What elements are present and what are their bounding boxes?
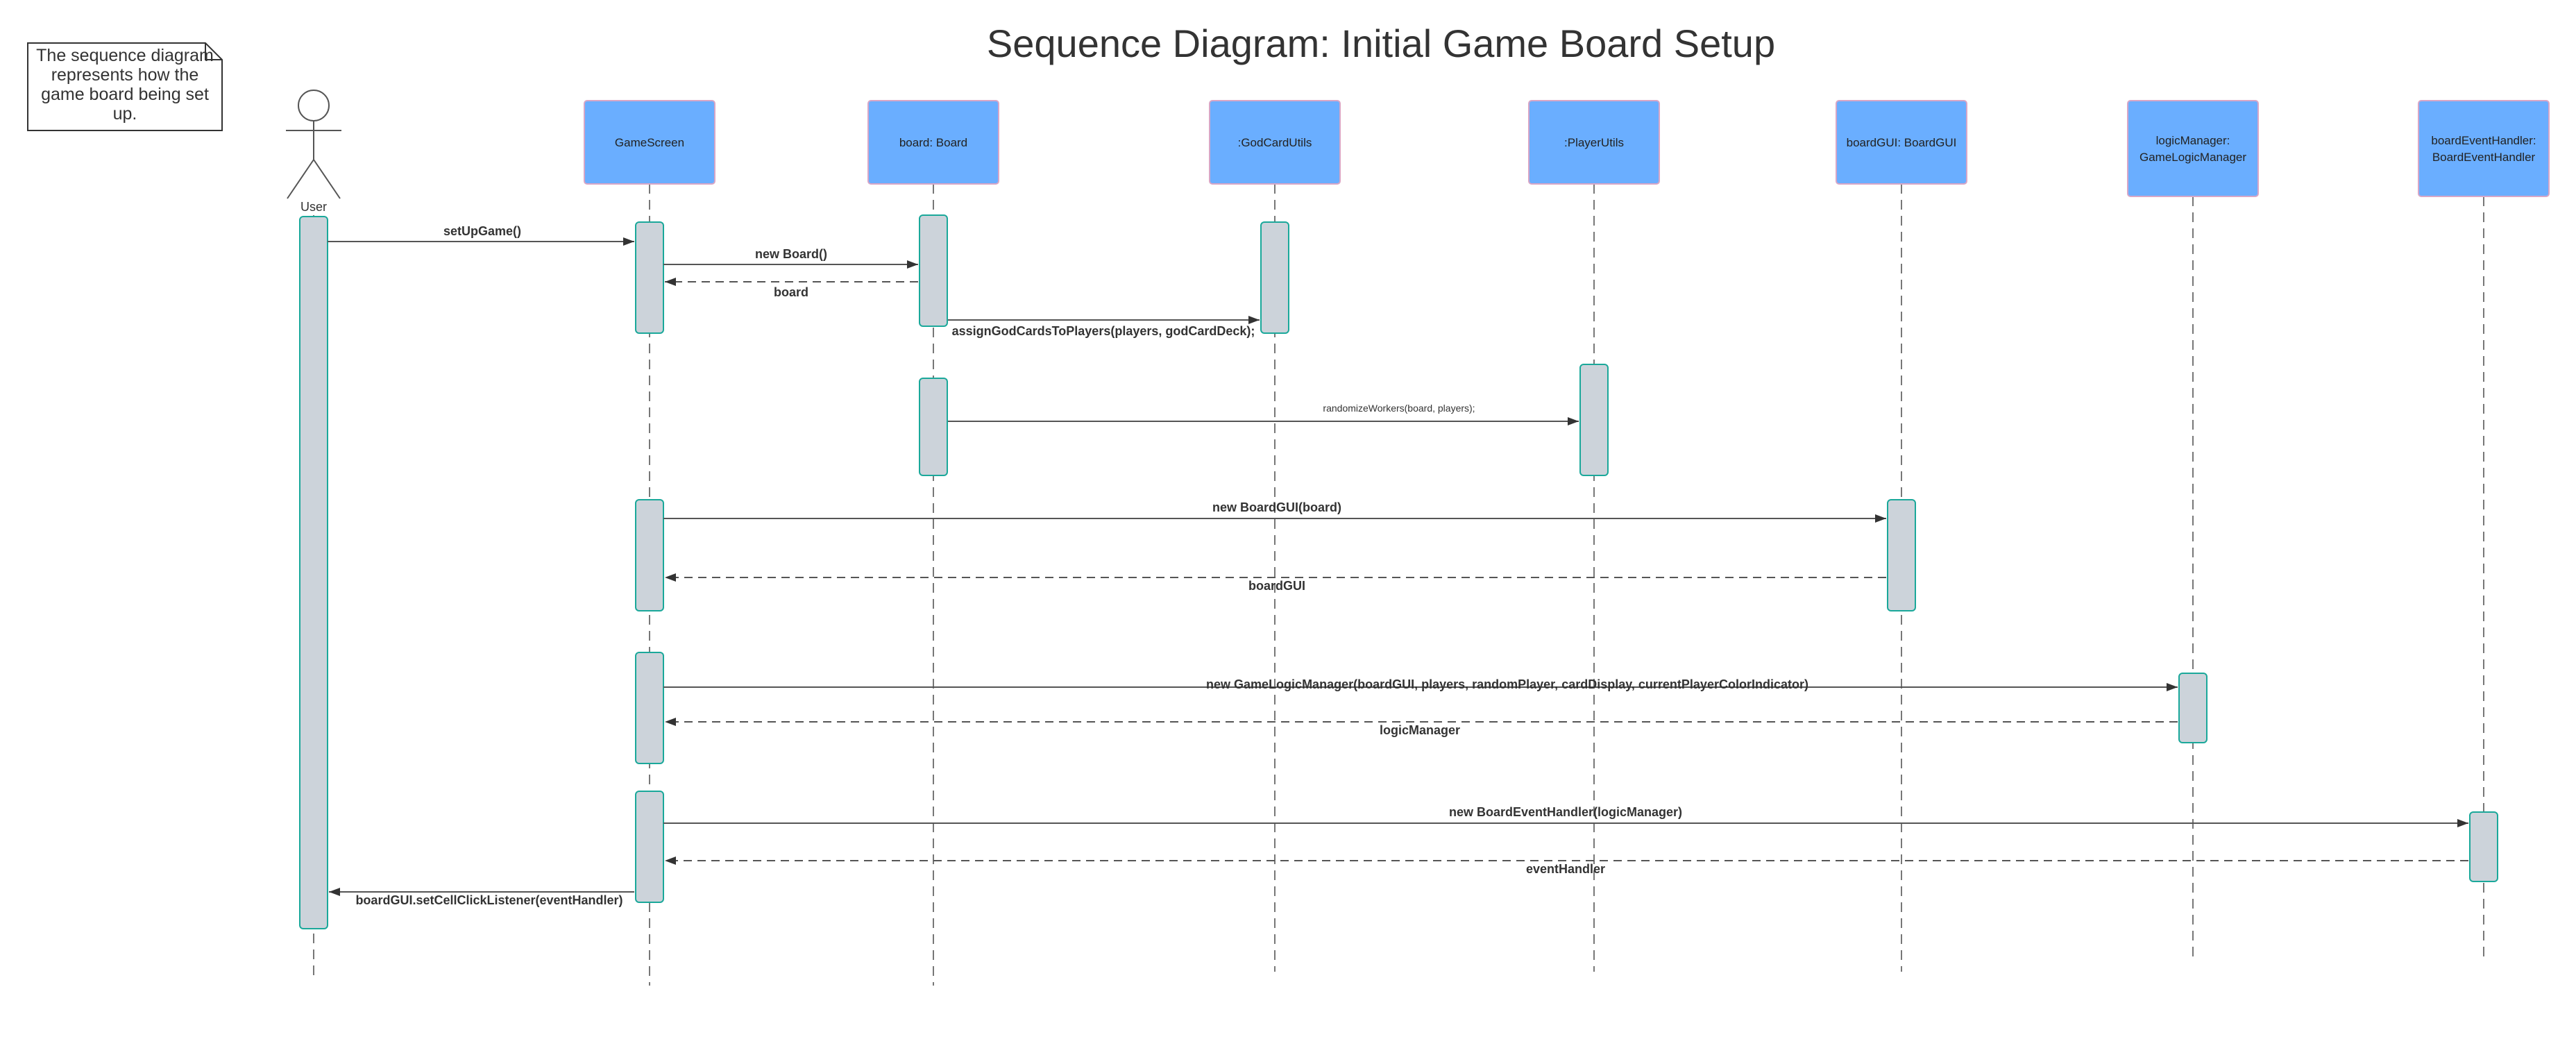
message: new BoardEventHandler(logicManager) xyxy=(663,805,2468,827)
note-line: game board being set xyxy=(41,85,209,104)
message-label: boardGUI xyxy=(1248,579,1305,593)
participant-label: :GodCardUtils xyxy=(1238,136,1312,149)
activation-bar xyxy=(635,499,664,611)
arrowhead-icon xyxy=(665,856,676,865)
participant-playerutils: :PlayerUtils xyxy=(1528,100,1660,185)
arrowhead-icon xyxy=(665,278,676,286)
arrowhead-icon xyxy=(2457,819,2468,827)
arrowhead-icon xyxy=(329,888,340,896)
note-line: up. xyxy=(113,104,137,124)
activation-bar xyxy=(2178,673,2208,743)
message-label: randomizeWorkers(board, players); xyxy=(1323,403,1475,414)
arrowhead-icon xyxy=(2167,683,2178,691)
message-label: new Board() xyxy=(755,247,827,261)
participant-label: BoardEventHandler xyxy=(2432,151,2536,164)
participant-box xyxy=(867,100,999,185)
participant-gamescreen: GameScreen xyxy=(584,100,715,185)
note-line: represents how the xyxy=(51,65,199,85)
arrowhead-icon xyxy=(1248,316,1260,324)
message-label: setUpGame() xyxy=(443,224,521,238)
message: setUpGame() xyxy=(328,224,634,246)
message-label: new GameLogicManager(boardGUI, players, … xyxy=(1206,677,1808,691)
message-label: assignGodCardsToPlayers(players, godCard… xyxy=(952,324,1255,338)
activations xyxy=(299,214,2498,929)
activation-bar xyxy=(1260,221,1289,334)
message: new GameLogicManager(boardGUI, players, … xyxy=(663,677,2178,691)
participant-label: GameLogicManager xyxy=(2139,151,2246,164)
arrowhead-icon xyxy=(665,573,676,582)
activation-bar xyxy=(919,378,948,476)
participant-box xyxy=(1528,100,1660,185)
actor-head-icon xyxy=(298,90,330,121)
participant-label: :PlayerUtils xyxy=(1564,136,1624,149)
activation-bar xyxy=(2469,811,2498,882)
activation-bar xyxy=(299,216,328,929)
message-label: new BoardGUI(board) xyxy=(1212,500,1341,514)
activation-bar xyxy=(919,214,948,327)
activation-bar xyxy=(635,652,664,764)
participant-logicmanager: logicManager: GameLogicManager xyxy=(2127,100,2259,197)
message-label: logicManager xyxy=(1380,723,1460,737)
message: new Board() xyxy=(663,247,918,269)
participant-boardeventhandler: boardEventHandler: BoardEventHandler xyxy=(2418,100,2550,197)
arrowhead-icon xyxy=(623,237,634,246)
participant-label: boardEventHandler: xyxy=(2431,134,2536,147)
activation-bar xyxy=(635,791,664,903)
activation-bar xyxy=(635,221,664,334)
note-line: The sequence diagram xyxy=(36,46,214,65)
message: new BoardGUI(board) xyxy=(663,500,1886,523)
messages: setUpGame() new Board() board assignGodCard… xyxy=(328,224,2468,907)
arrowhead-icon xyxy=(665,718,676,726)
message: boardGUI xyxy=(665,573,1886,593)
participant-boardgui: boardGUI: BoardGUI xyxy=(1836,100,1967,185)
participant-label: board: Board xyxy=(899,136,967,149)
activation-bar xyxy=(1887,499,1916,611)
actor-label: User xyxy=(300,200,327,214)
participant-box xyxy=(1209,100,1341,185)
participant-box xyxy=(2418,100,2550,197)
participant-board: board: Board xyxy=(867,100,999,185)
message-label: boardGUI.setCellClickListener(eventHandl… xyxy=(355,893,622,907)
message-label: board xyxy=(774,285,808,299)
participant-box xyxy=(584,100,715,185)
note: The sequence diagram represents how the … xyxy=(27,42,223,131)
message: eventHandler xyxy=(665,856,2468,876)
participants: GameScreen board: Board :GodCardUtils :Play… xyxy=(584,100,2550,197)
activation-bar xyxy=(1579,364,1609,476)
message: assignGodCardsToPlayers(players, godCard… xyxy=(948,316,1260,338)
participant-godcardutils: :GodCardUtils xyxy=(1209,100,1341,185)
diagram-title: Sequence Diagram: Initial Game Board Set… xyxy=(987,22,1775,65)
participant-label: boardGUI: BoardGUI xyxy=(1847,136,1957,149)
user-actor: User xyxy=(286,90,341,214)
arrowhead-icon xyxy=(1568,417,1579,425)
participant-box xyxy=(2127,100,2259,197)
participant-box xyxy=(1836,100,1967,185)
message-label: eventHandler xyxy=(1526,862,1605,876)
message: board xyxy=(665,278,918,299)
arrowhead-icon xyxy=(907,260,918,269)
message: boardGUI.setCellClickListener(eventHandl… xyxy=(329,888,634,907)
participant-label: GameScreen xyxy=(615,136,684,149)
message-label: new BoardEventHandler(logicManager) xyxy=(1449,805,1682,819)
arrowhead-icon xyxy=(1875,514,1886,523)
participant-label: logicManager: xyxy=(2156,134,2230,147)
message: logicManager xyxy=(665,718,2178,737)
message: randomizeWorkers(board, players); xyxy=(948,403,1579,425)
